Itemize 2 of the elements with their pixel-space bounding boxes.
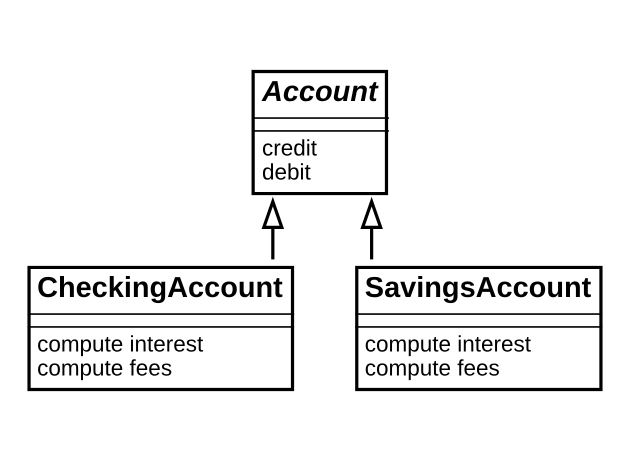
arrow xyxy=(360,196,383,259)
arrow xyxy=(262,196,284,259)
